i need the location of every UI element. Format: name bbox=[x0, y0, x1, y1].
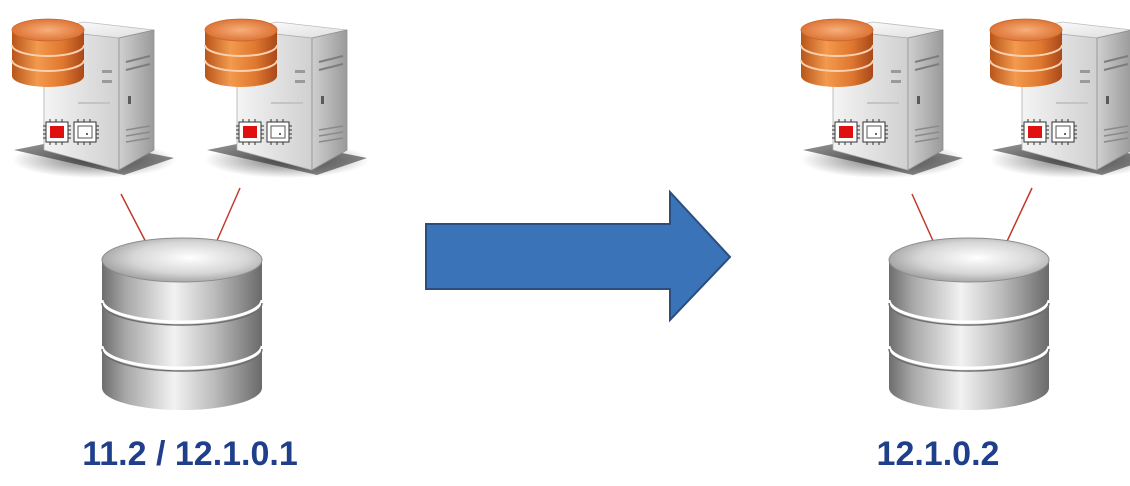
server-icon bbox=[205, 19, 369, 178]
source-cluster bbox=[12, 19, 369, 410]
server-icon bbox=[990, 19, 1130, 178]
database-icon bbox=[889, 238, 1049, 410]
target-cluster bbox=[801, 19, 1130, 410]
arrow-right-icon bbox=[426, 192, 730, 320]
server-icon bbox=[12, 19, 176, 178]
target-version-label: 12.1.0.2 bbox=[818, 434, 1058, 474]
source-version-label: 11.2 / 12.1.0.1 bbox=[30, 434, 350, 474]
database-icon bbox=[102, 238, 262, 410]
server-icon bbox=[801, 19, 965, 178]
